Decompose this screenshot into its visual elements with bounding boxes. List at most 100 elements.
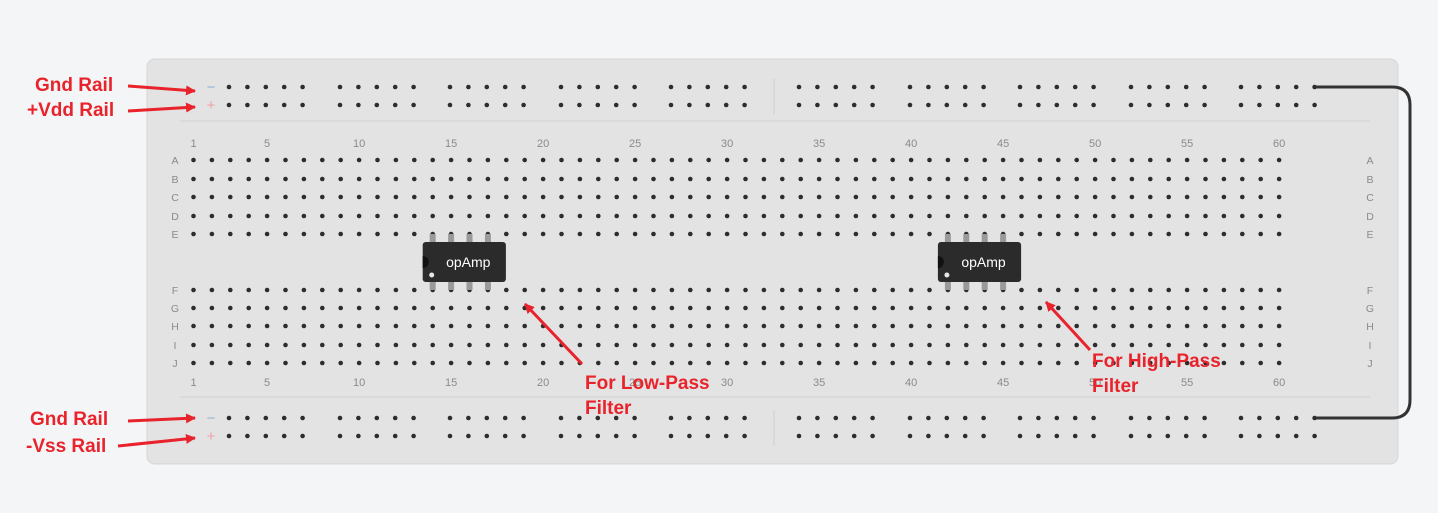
column-number: 15 xyxy=(445,138,457,150)
rail-hole xyxy=(1202,415,1207,421)
terminal-hole xyxy=(559,323,564,329)
terminal-hole xyxy=(430,360,436,366)
rail-hole xyxy=(870,415,875,421)
terminal-hole xyxy=(412,360,417,366)
terminal-hole xyxy=(1240,360,1245,366)
row-label: I xyxy=(1369,340,1372,352)
terminal-hole xyxy=(945,194,951,200)
terminal-hole xyxy=(780,360,785,366)
terminal-hole xyxy=(835,176,840,182)
rail-hole xyxy=(300,415,305,421)
terminal-hole xyxy=(1129,323,1135,329)
rail-hole xyxy=(1054,415,1060,421)
terminal-hole xyxy=(761,342,767,348)
rail-hole xyxy=(411,433,416,439)
rail-hole xyxy=(742,102,747,108)
terminal-hole xyxy=(1019,360,1024,366)
terminal-hole xyxy=(890,287,895,293)
terminal-hole xyxy=(485,323,491,329)
terminal-hole xyxy=(872,342,877,348)
terminal-hole xyxy=(1184,287,1190,293)
rail-hole xyxy=(687,415,692,421)
terminal-hole xyxy=(1111,342,1116,348)
terminal-hole xyxy=(1184,323,1190,329)
terminal-hole xyxy=(540,360,546,366)
rail-hole xyxy=(851,415,857,421)
terminal-hole xyxy=(724,231,730,237)
rail-hole xyxy=(1238,433,1244,439)
terminal-hole xyxy=(559,194,564,200)
rail-hole xyxy=(263,84,269,90)
terminal-hole xyxy=(1258,323,1263,329)
terminal-hole xyxy=(890,194,895,200)
terminal-hole xyxy=(522,194,527,200)
terminal-hole xyxy=(1129,305,1135,311)
terminal-hole xyxy=(228,360,233,366)
terminal-hole xyxy=(467,323,472,329)
terminal-hole xyxy=(1276,157,1282,163)
terminal-hole xyxy=(246,213,251,219)
terminal-hole xyxy=(320,360,325,366)
terminal-hole xyxy=(504,342,509,348)
terminal-hole xyxy=(338,213,344,219)
terminal-hole xyxy=(1092,287,1098,293)
terminal-hole xyxy=(1203,194,1208,200)
terminal-hole xyxy=(301,157,307,163)
chip-pin xyxy=(1000,281,1007,290)
rail-hole xyxy=(484,415,490,421)
terminal-hole xyxy=(283,360,288,366)
rail-hole xyxy=(263,415,269,421)
terminal-hole xyxy=(1019,176,1024,182)
rail-hole xyxy=(1275,415,1281,421)
terminal-hole xyxy=(1276,360,1282,366)
rail-plus-symbol: + xyxy=(207,97,216,114)
rail-hole xyxy=(1054,433,1060,439)
terminal-hole xyxy=(1148,323,1153,329)
terminal-hole xyxy=(743,323,748,329)
chip-pin xyxy=(429,234,436,243)
terminal-hole xyxy=(964,323,969,329)
terminal-hole xyxy=(816,323,822,329)
terminal-hole xyxy=(1258,360,1263,366)
terminal-hole xyxy=(596,323,601,329)
terminal-hole xyxy=(1258,231,1263,237)
terminal-hole xyxy=(209,231,215,237)
terminal-hole xyxy=(853,305,859,311)
terminal-hole xyxy=(890,213,895,219)
terminal-hole xyxy=(964,360,969,366)
terminal-hole xyxy=(761,176,767,182)
terminal-hole xyxy=(1240,157,1245,163)
annotation-arrow xyxy=(127,84,196,96)
terminal-hole xyxy=(1019,231,1024,237)
terminal-hole xyxy=(522,360,527,366)
terminal-hole xyxy=(1276,194,1282,200)
rail-hole xyxy=(815,102,820,108)
terminal-hole xyxy=(632,323,638,329)
terminal-hole xyxy=(1129,213,1135,219)
terminal-hole xyxy=(1019,194,1024,200)
rail-hole xyxy=(613,433,619,439)
terminal-hole xyxy=(504,231,509,237)
rail-hole xyxy=(281,415,287,421)
rail-hole xyxy=(1165,84,1171,90)
terminal-hole xyxy=(504,176,509,182)
terminal-hole xyxy=(596,305,601,311)
terminal-hole xyxy=(596,231,601,237)
terminal-hole xyxy=(669,176,675,182)
terminal-hole xyxy=(485,342,491,348)
terminal-hole xyxy=(1240,213,1245,219)
rail-hole xyxy=(1072,102,1078,108)
rail-hole xyxy=(1165,102,1171,108)
terminal-hole xyxy=(448,323,454,329)
terminal-hole xyxy=(191,287,196,293)
rail-hole xyxy=(833,433,839,439)
terminal-hole xyxy=(393,323,399,329)
terminal-hole xyxy=(375,323,380,329)
rail-hole xyxy=(337,102,343,108)
terminal-hole xyxy=(927,194,932,200)
terminal-hole xyxy=(356,360,362,366)
row-label: J xyxy=(1367,358,1372,370)
terminal-hole xyxy=(724,342,730,348)
terminal-hole xyxy=(430,342,436,348)
